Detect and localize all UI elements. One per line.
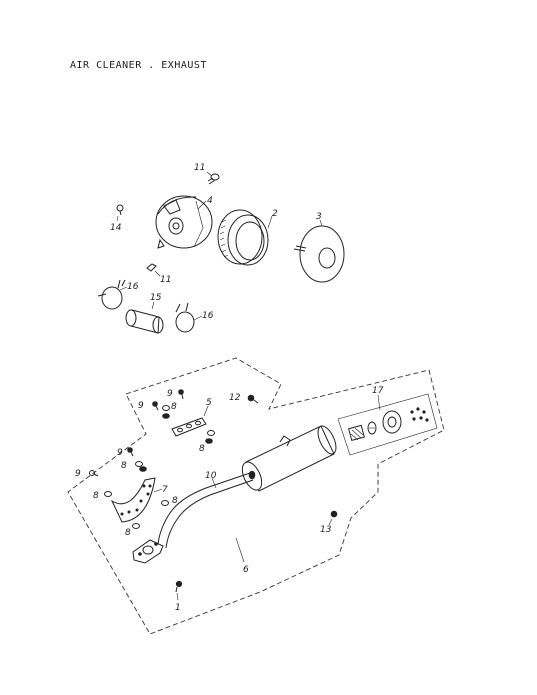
part-8-nut-d: [104, 491, 112, 497]
part-2-filter-element: [217, 209, 273, 266]
callout-9-b: 9: [138, 401, 144, 411]
callout-9-d: 9: [75, 469, 81, 479]
part-5-gasket: [171, 405, 209, 437]
callout-8-c: 8: [121, 461, 127, 471]
part-10-exhaust-pipe: [157, 472, 254, 549]
part-9-bolt-a: [178, 389, 184, 400]
muffler: [241, 425, 337, 492]
callout-9-c: 9: [117, 448, 123, 458]
callout-10: 10: [205, 471, 217, 481]
part-4-housing: [155, 195, 213, 249]
callout-7: 7: [162, 485, 168, 495]
callout-8-e: 8: [125, 528, 131, 538]
part-11-clip-lower: [146, 263, 161, 277]
part-14-bolt: [116, 204, 124, 222]
callout-8-b: 8: [199, 444, 205, 454]
part-8-nut-b: [205, 430, 215, 444]
part-11-clip-top: [206, 171, 220, 185]
part-9-bolt-d: [89, 470, 99, 477]
callout-8-f: 8: [172, 496, 178, 506]
callout-4: 4: [207, 196, 213, 206]
callout-17: 17: [372, 386, 384, 396]
callout-3: 3: [316, 212, 322, 222]
exhaust-group-boundary: [67, 357, 445, 635]
exhaust-flange: [132, 539, 164, 564]
callout-6: 6: [243, 565, 249, 575]
callout-16-left: 16: [127, 282, 139, 292]
part-12-bolt: [247, 394, 259, 404]
part-17-kit: [337, 393, 438, 456]
part-8-nut-a: [162, 405, 170, 419]
callout-11-top: 11: [194, 163, 205, 173]
callout-2: 2: [272, 209, 278, 219]
callout-14: 14: [110, 223, 122, 233]
leader-6: [235, 537, 245, 563]
callout-15: 15: [150, 293, 162, 303]
callout-8-a: 8: [171, 402, 177, 412]
callout-12: 12: [229, 393, 241, 403]
callout-9-a: 9: [167, 389, 173, 399]
callout-1: 1: [175, 603, 181, 613]
part-8-nut-c: [135, 461, 147, 472]
page-title: AIR CLEANER . EXHAUST: [70, 60, 207, 71]
part-7-heat-shield: [110, 477, 163, 523]
callout-8-d: 8: [93, 491, 99, 501]
part-16-clamp-right: [175, 302, 203, 333]
part-3-cover: [293, 219, 345, 283]
part-9-bolt-b: [152, 401, 159, 411]
callout-13: 13: [320, 525, 332, 535]
callout-5: 5: [206, 398, 212, 408]
callout-16-right: 16: [202, 311, 214, 321]
part-13-plug: [328, 510, 338, 526]
callout-11-lower: 11: [160, 275, 171, 285]
part-9-bolt-c: [127, 447, 134, 457]
part-15-hose: [125, 301, 164, 334]
part-8-nut-e: [132, 523, 140, 529]
part-8-nut-f: [161, 500, 169, 506]
part-1-bolt: [175, 580, 183, 601]
part-16-clamp-left: [97, 279, 128, 310]
